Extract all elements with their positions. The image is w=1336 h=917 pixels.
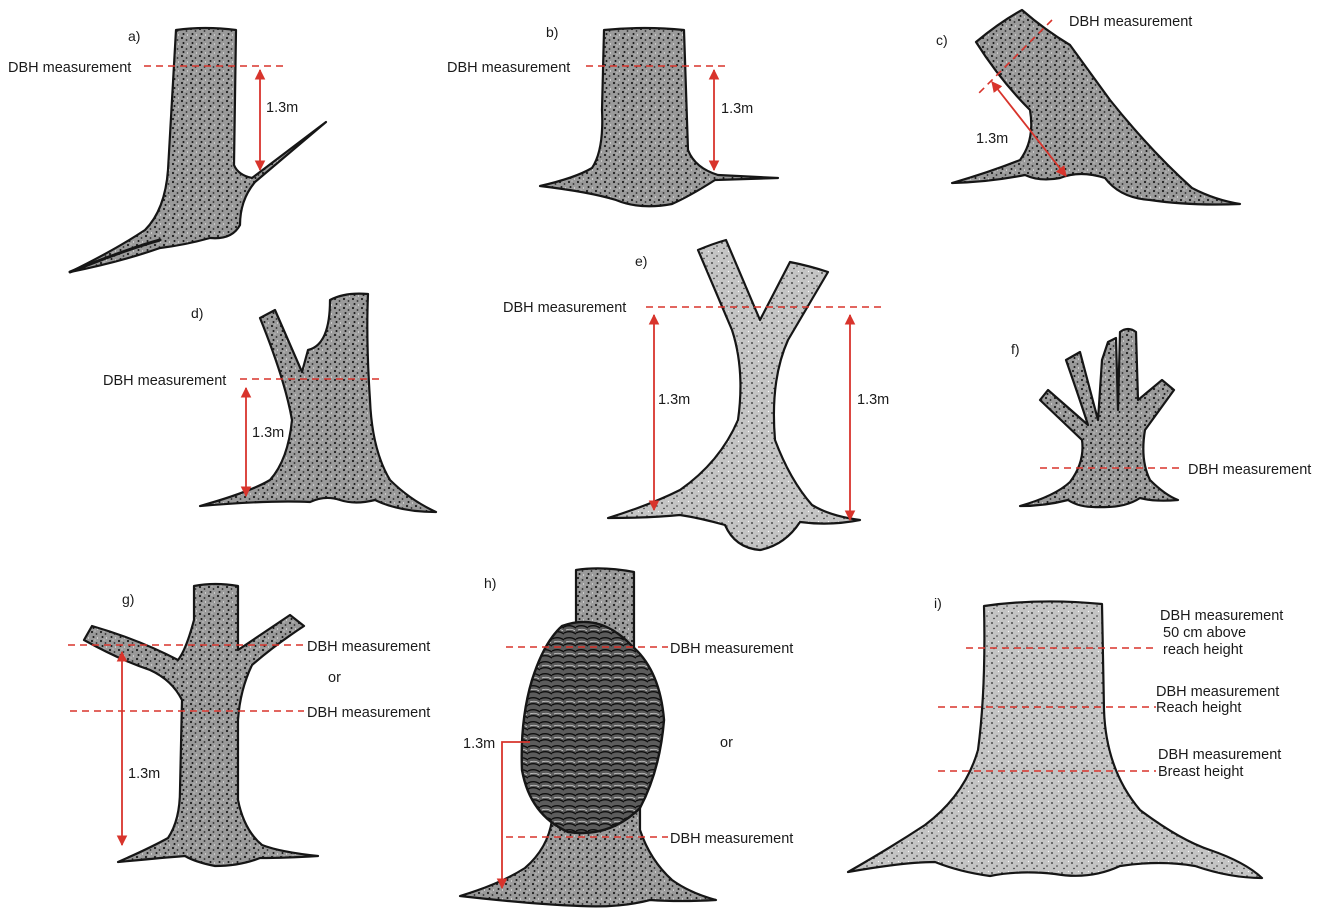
panel-g-letter: g) [122,591,134,607]
panel-c: c) DBH measurement 1.3m [936,10,1240,205]
panel-f-trunk [1020,329,1178,507]
panel-g-dbh-upper-label: DBH measurement [307,639,430,655]
panel-g-or-label: or [328,670,341,686]
panel-i-letter: i) [934,595,942,611]
panel-d: d) DBH measurement 1.3m [103,294,436,512]
panel-i-dbh-1-sublabel: 50 cm above [1163,625,1246,641]
panel-a-letter: a) [128,28,140,44]
panel-i: i) DBH measurement 50 cm above reach hei… [848,595,1283,878]
panel-d-dbh-label: DBH measurement [103,373,226,389]
panel-b-height-label: 1.3m [721,101,753,117]
panel-g: g) DBH measurement or DBH measurement 1.… [68,584,430,866]
panel-e-trunk [608,240,860,550]
panel-f: f) DBH measurement [1011,329,1311,507]
panel-a: a) DBH measurement 1.3m [8,28,326,272]
panel-a-height-label: 1.3m [266,100,298,116]
panel-b-trunk [540,28,778,206]
panel-h-dbh-lower-label: DBH measurement [670,831,793,847]
panel-b: b) DBH measurement 1.3m [447,24,778,206]
panel-e-right-height-label: 1.3m [857,392,889,408]
panel-f-letter: f) [1011,341,1020,357]
panel-c-letter: c) [936,32,948,48]
panel-e-letter: e) [635,253,647,269]
panel-c-trunk [952,10,1240,205]
panel-h-letter: h) [484,575,496,591]
panel-i-dbh-1-sublabel-2: reach height [1163,642,1243,658]
panel-e-dbh-label: DBH measurement [503,300,626,316]
panel-i-dbh-2-label: DBH measurement [1156,684,1279,700]
panel-g-height-label: 1.3m [128,766,160,782]
panel-h: h) DBH measurement or DBH measurement 1.… [460,568,793,906]
panel-d-letter: d) [191,305,203,321]
panel-a-ground [70,240,160,272]
panel-i-dbh-3-sublabel: Breast height [1158,764,1243,780]
panel-f-dbh-label: DBH measurement [1188,462,1311,478]
panel-e-left-height-label: 1.3m [658,392,690,408]
panel-a-dbh-label: DBH measurement [8,60,131,76]
panel-c-dbh-label: DBH measurement [1069,14,1192,30]
panel-d-trunk [200,294,436,512]
panel-h-height-label: 1.3m [463,736,495,752]
panel-g-trunk [84,584,318,866]
panel-e: e) DBH measurement 1.3m 1.3m [503,240,889,550]
panel-i-dbh-2-sublabel: Reach height [1156,700,1241,716]
panel-b-dbh-label: DBH measurement [447,60,570,76]
panel-c-height-label: 1.3m [976,131,1008,147]
panel-d-height-label: 1.3m [252,425,284,441]
panel-i-dbh-1-label: DBH measurement [1160,608,1283,624]
panel-h-burl [522,622,664,833]
panel-h-or-label: or [720,735,733,751]
panel-b-letter: b) [546,24,558,40]
panel-h-dbh-upper-label: DBH measurement [670,641,793,657]
panel-g-dbh-lower-label: DBH measurement [307,705,430,721]
panel-i-dbh-3-label: DBH measurement [1158,747,1281,763]
